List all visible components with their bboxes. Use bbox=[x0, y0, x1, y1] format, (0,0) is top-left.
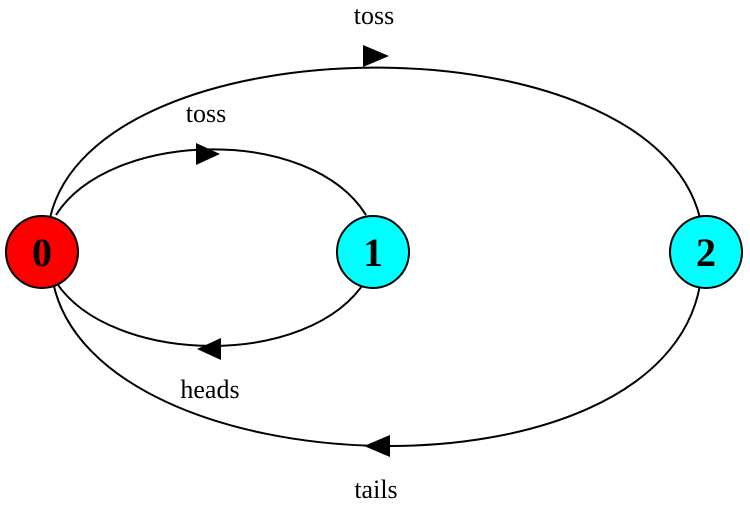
arrowhead-left-icon bbox=[364, 435, 390, 457]
edge-line-2-to-0 bbox=[52, 281, 701, 447]
arrowhead-left-icon bbox=[197, 338, 221, 360]
edge-0-to-2: toss bbox=[49, 1, 701, 219]
edge-label-1-to-0: heads bbox=[180, 375, 239, 404]
node-label-1: 1 bbox=[363, 230, 383, 275]
edge-1-to-0: heads bbox=[55, 279, 367, 404]
edge-label-2-to-0: tails bbox=[354, 475, 397, 504]
state-node-2: 2 bbox=[669, 215, 743, 289]
edge-line-0-to-1 bbox=[55, 148, 367, 216]
node-label-0: 0 bbox=[32, 230, 52, 275]
state-node-0: 0 bbox=[5, 215, 79, 289]
arrowhead-right-icon bbox=[363, 45, 389, 67]
edge-line-0-to-2 bbox=[49, 66, 701, 219]
node-label-2: 2 bbox=[696, 230, 716, 275]
node-circle-2 bbox=[669, 215, 743, 289]
edge-label-0-to-2: toss bbox=[354, 1, 394, 30]
arrowhead-right-icon bbox=[196, 143, 220, 165]
edge-0-to-1: toss bbox=[55, 99, 367, 216]
edge-line-1-to-0 bbox=[55, 279, 367, 347]
node-circle-1 bbox=[336, 215, 410, 289]
state-node-1: 1 bbox=[336, 215, 410, 289]
edge-label-0-to-1: toss bbox=[186, 99, 226, 128]
edge-2-to-0: tails bbox=[52, 281, 701, 504]
node-circle-0 bbox=[5, 215, 79, 289]
